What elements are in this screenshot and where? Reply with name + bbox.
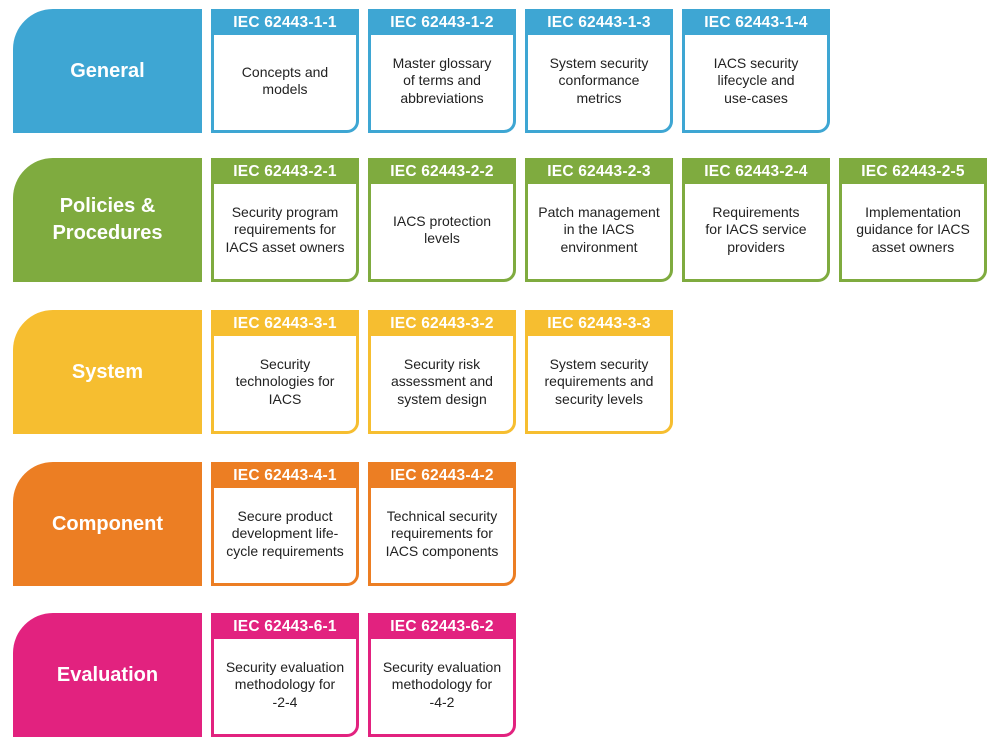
standard-code: IEC 62443-4-1 bbox=[211, 462, 359, 488]
standard-title: System security conformance metrics bbox=[549, 54, 649, 106]
standard-title: Security technologies for IACS bbox=[235, 355, 335, 407]
category-label-general: General bbox=[13, 9, 202, 133]
standard-code: IEC 62443-1-2 bbox=[368, 9, 516, 35]
standard-code: IEC 62443-2-4 bbox=[682, 158, 830, 184]
standard-code: IEC 62443-3-1 bbox=[211, 310, 359, 336]
standard-code: IEC 62443-1-3 bbox=[525, 9, 673, 35]
category-label-policies: Policies & Procedures bbox=[13, 158, 202, 282]
standard-code: IEC 62443-4-2 bbox=[368, 462, 516, 488]
standard-code: IEC 62443-3-3 bbox=[525, 310, 673, 336]
standard-code: IEC 62443-6-2 bbox=[368, 613, 516, 639]
standard-title: Master glossary of terms and abbreviatio… bbox=[392, 54, 492, 106]
standard-title: Security risk assessment and system desi… bbox=[391, 355, 493, 407]
standard-title: Technical security requirements for IACS… bbox=[385, 507, 499, 559]
standard-title: Secure product development life- cycle r… bbox=[226, 507, 344, 559]
standard-title: Patch management in the IACS environment bbox=[538, 203, 660, 255]
standard-title: IACS security lifecycle and use-cases bbox=[713, 54, 799, 106]
standard-code: IEC 62443-3-2 bbox=[368, 310, 516, 336]
standard-code: IEC 62443-2-1 bbox=[211, 158, 359, 184]
standard-code: IEC 62443-2-2 bbox=[368, 158, 516, 184]
standard-title: Concepts and models bbox=[241, 63, 329, 98]
standard-title: Security evaluation methodology for -2-4 bbox=[225, 658, 345, 710]
category-label-system: System bbox=[13, 310, 202, 434]
standard-title: Requirements for IACS service providers bbox=[705, 203, 807, 255]
standard-code: IEC 62443-2-3 bbox=[525, 158, 673, 184]
standard-title: System security requirements and securit… bbox=[544, 355, 654, 407]
standard-title: Security evaluation methodology for -4-2 bbox=[382, 658, 502, 710]
standard-title: Implementation guidance for IACS asset o… bbox=[856, 203, 970, 255]
standard-code: IEC 62443-1-4 bbox=[682, 9, 830, 35]
category-label-component: Component bbox=[13, 462, 202, 586]
category-label-evaluation: Evaluation bbox=[13, 613, 202, 737]
standard-code: IEC 62443-2-5 bbox=[839, 158, 987, 184]
standard-title: IACS protection levels bbox=[392, 212, 492, 247]
standard-title: Security program requirements for IACS a… bbox=[225, 203, 345, 255]
standard-code: IEC 62443-1-1 bbox=[211, 9, 359, 35]
standard-code: IEC 62443-6-1 bbox=[211, 613, 359, 639]
